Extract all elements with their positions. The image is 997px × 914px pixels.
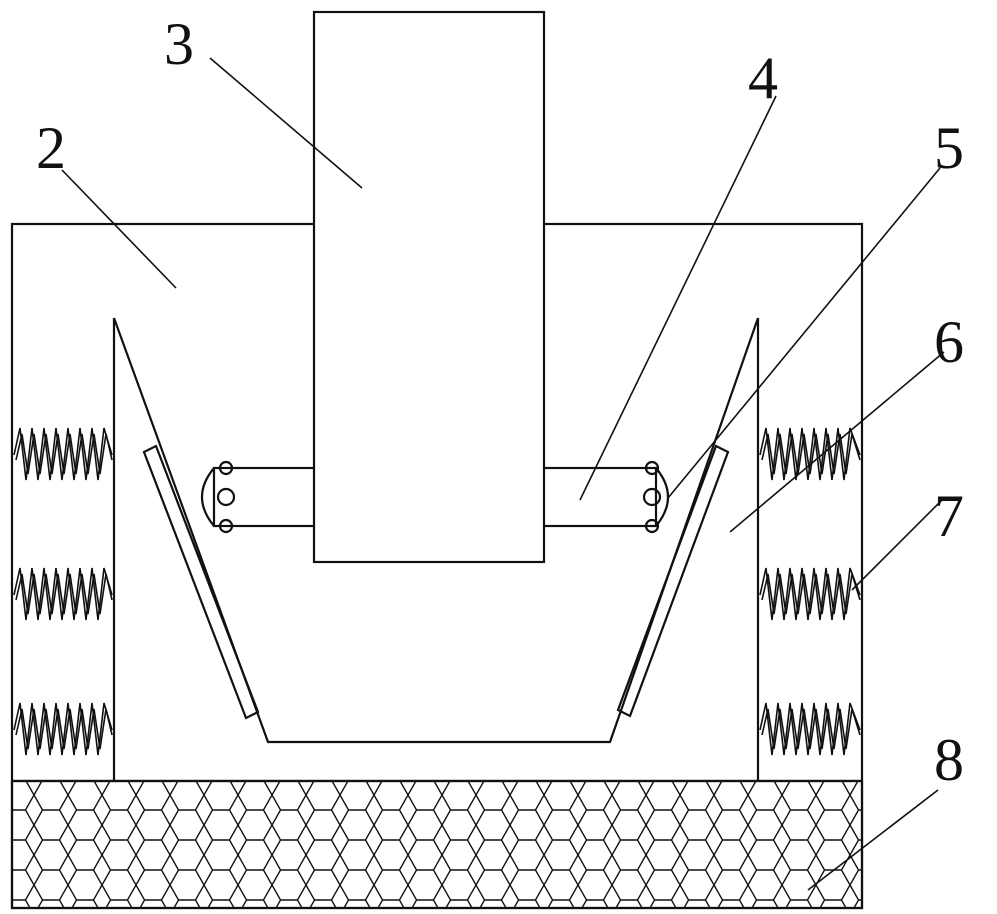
label-6: 6 xyxy=(934,309,964,375)
label-8: 8 xyxy=(934,727,964,793)
label-7: 7 xyxy=(934,483,964,549)
label-3: 3 xyxy=(164,11,194,77)
label-2: 2 xyxy=(36,115,66,181)
label-5: 5 xyxy=(934,115,964,181)
honeycomb-base xyxy=(12,781,862,908)
central-block xyxy=(314,12,544,562)
leader-7 xyxy=(852,500,942,590)
label-4: 4 xyxy=(748,45,778,111)
